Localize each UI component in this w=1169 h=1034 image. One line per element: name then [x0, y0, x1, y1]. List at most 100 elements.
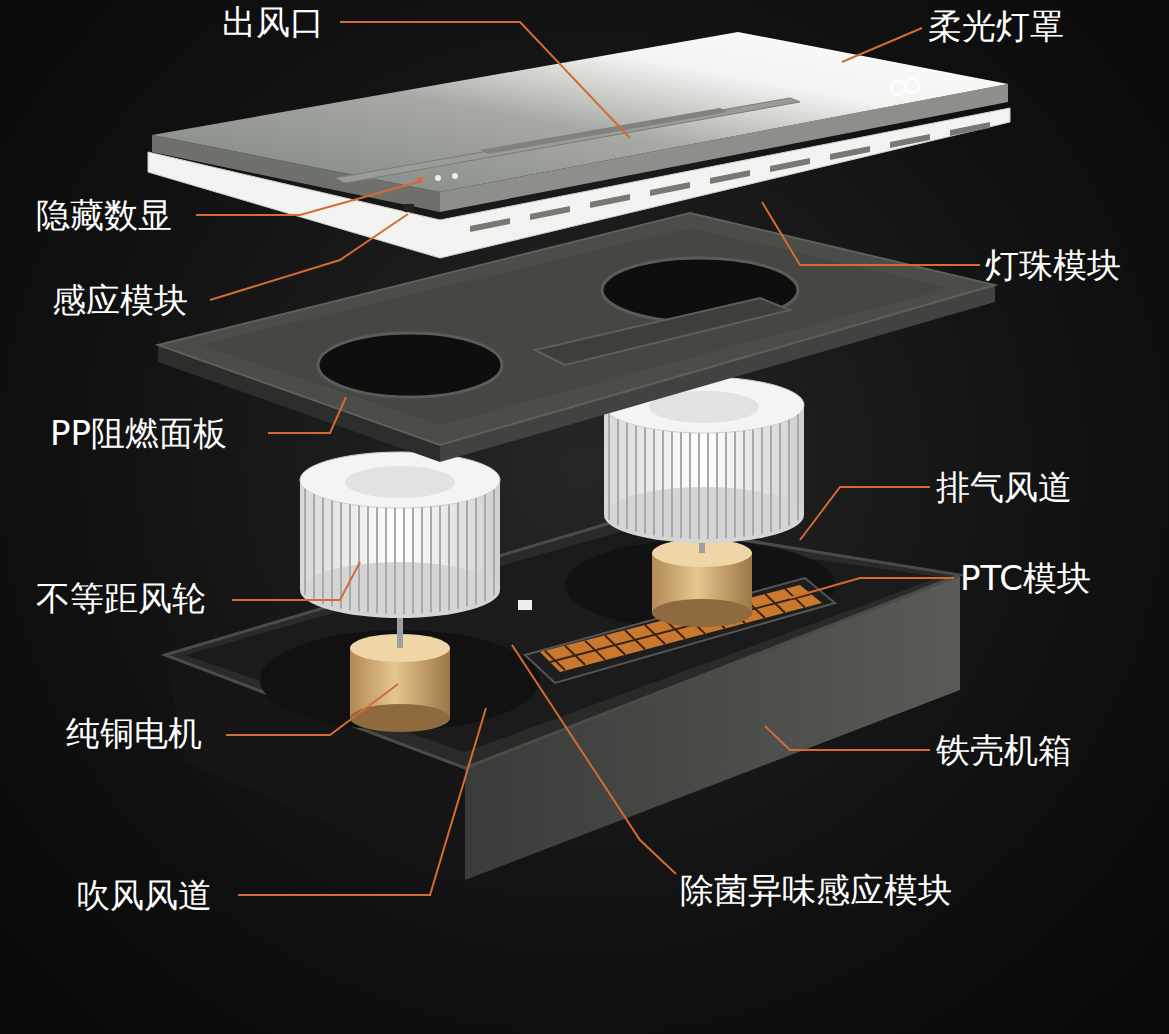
part-label: 隐藏数显	[36, 195, 172, 235]
fan-rib	[457, 503, 459, 609]
fan-ribs	[305, 414, 798, 614]
ptc-grid-line	[550, 594, 811, 662]
fan-rib	[725, 432, 727, 538]
part-label: 灯珠模块	[985, 245, 1121, 285]
fan-rib	[689, 433, 691, 539]
fan-rib	[385, 508, 387, 614]
fan-rib	[761, 428, 763, 534]
fan-rib	[421, 507, 423, 613]
fan-rib	[635, 426, 637, 532]
part-label: 除菌异味感应模块	[680, 870, 952, 910]
part-label: 不等距风轮	[36, 578, 206, 618]
fan-top	[300, 452, 500, 508]
fan-rib	[466, 501, 468, 607]
leader-line	[340, 22, 630, 138]
leader-line	[232, 562, 360, 600]
fan-hub	[345, 466, 455, 498]
panel-inset	[200, 228, 950, 425]
case-floor	[185, 532, 940, 752]
fan-rib	[734, 432, 736, 538]
motor-base	[652, 599, 752, 627]
fan-rib	[448, 504, 450, 610]
display-dot	[452, 173, 458, 179]
fan-rib	[698, 433, 700, 539]
fan-rib	[412, 508, 414, 614]
fan-rib	[608, 414, 610, 520]
fan-rib	[376, 507, 378, 613]
fan-rib	[484, 495, 486, 601]
air-outlet	[335, 98, 800, 183]
bead-slot	[650, 182, 690, 196]
cover-top	[152, 32, 1008, 192]
air-outlet-slot	[480, 108, 728, 154]
fan-rib	[439, 506, 441, 612]
leader-line	[226, 684, 398, 735]
fan-rib	[752, 429, 754, 535]
display-icon	[891, 81, 905, 95]
fan-rib	[707, 433, 709, 539]
fan-rib	[304, 489, 306, 595]
fan-rib	[644, 428, 646, 534]
part-label: PTC模块	[960, 558, 1091, 598]
sensor-chip	[518, 600, 532, 610]
leader-line	[238, 708, 486, 895]
fan-rib	[779, 423, 781, 529]
part-label: 出风口	[222, 2, 324, 42]
fan-rib	[403, 508, 405, 614]
fan-bottom	[604, 487, 804, 543]
bead-slot	[950, 122, 990, 136]
fan-rib	[349, 504, 351, 610]
fan-bottom	[300, 562, 500, 618]
bead-slot	[470, 218, 510, 232]
bead-slot	[710, 170, 750, 184]
part-label: 排气风道	[936, 467, 1072, 507]
panel-top	[158, 213, 995, 445]
fan-rib	[662, 431, 664, 537]
bead-slot	[590, 194, 630, 208]
leader-lines	[196, 22, 980, 895]
iron-case	[165, 520, 960, 880]
panel-hole	[318, 333, 502, 397]
bead-slot	[890, 134, 930, 148]
part-label: 纯铜电机	[66, 713, 202, 753]
fan-rib	[770, 426, 772, 532]
fan-rib	[617, 419, 619, 525]
fan-rib	[716, 433, 718, 539]
part-label: PP阻燃面板	[50, 413, 227, 453]
leader-line	[765, 726, 930, 750]
bead-slots	[470, 122, 990, 232]
panel-ridge	[535, 298, 790, 365]
fan-rib	[394, 508, 396, 614]
fan-rib	[680, 432, 682, 538]
ptc-grid	[545, 589, 811, 670]
leader-line	[268, 397, 346, 433]
fan-rib	[322, 498, 324, 604]
leader-line	[800, 487, 930, 540]
fan-rib	[653, 429, 655, 535]
fan-rib	[493, 490, 495, 596]
fan-rib	[671, 432, 673, 538]
fan-rib	[797, 415, 799, 521]
part-label: 感应模块	[52, 280, 188, 320]
fan-rib	[430, 507, 432, 613]
fan-rib	[313, 494, 315, 600]
leader-line	[210, 214, 408, 300]
leader-line	[790, 578, 954, 598]
display-dot	[435, 175, 441, 181]
part-label: 铁壳机箱	[936, 730, 1072, 770]
fan-rib	[475, 498, 477, 604]
fan-rib	[358, 506, 360, 612]
leader-line	[196, 182, 418, 215]
bead-slot	[770, 158, 810, 172]
leader-line	[512, 645, 676, 874]
fan-rib	[367, 507, 369, 613]
leader-line	[842, 28, 922, 62]
light-cover	[148, 32, 1010, 258]
bead-slot	[530, 206, 570, 220]
bead-slot	[830, 146, 870, 160]
fan-rib	[340, 503, 342, 609]
sensor-window	[404, 204, 414, 212]
case-rim	[165, 520, 960, 768]
fan-rib	[743, 431, 745, 537]
